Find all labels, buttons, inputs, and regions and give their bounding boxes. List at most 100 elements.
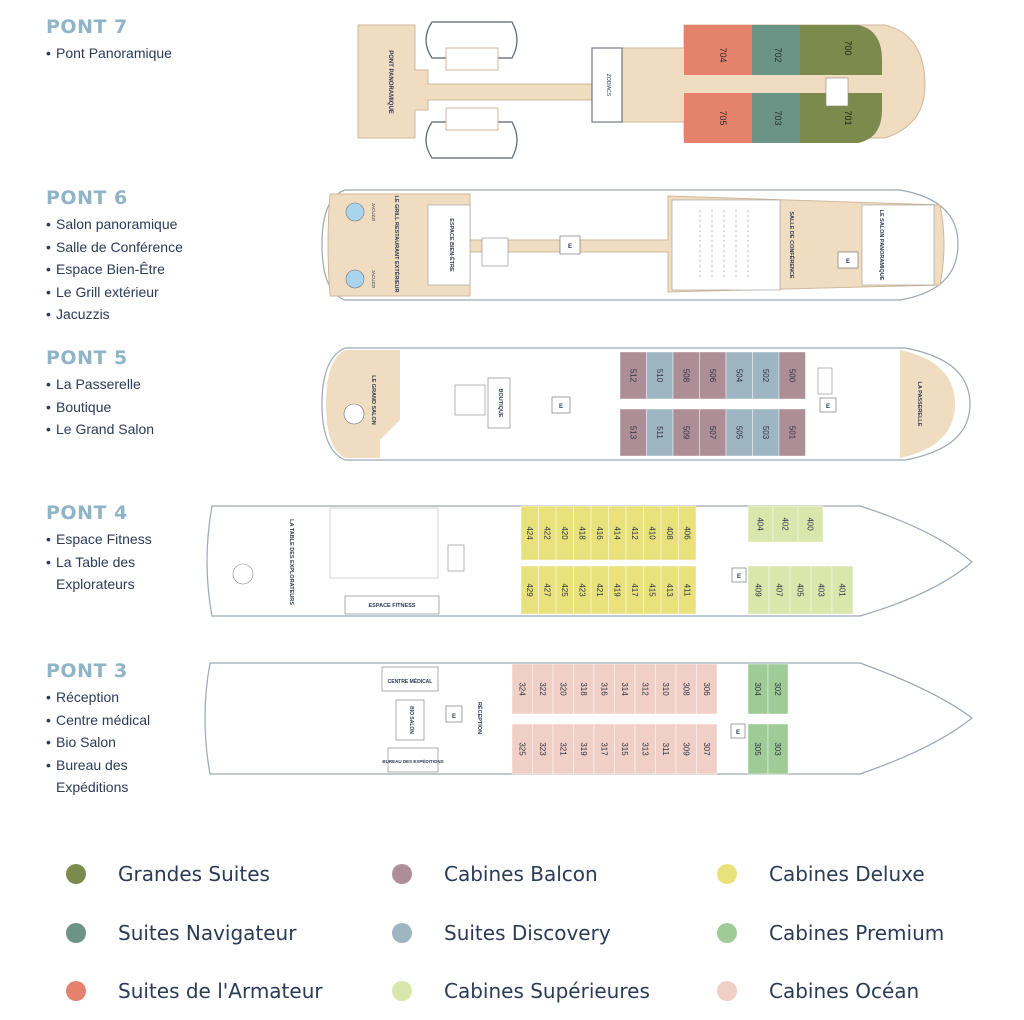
amenity-item: Espace Fitness (46, 528, 152, 551)
cabin-704[interactable] (684, 25, 752, 75)
cabin-number: 401 (838, 583, 847, 597)
cabin-number: 412 (630, 526, 639, 540)
cabin-502[interactable] (752, 351, 780, 400)
cabin-505[interactable] (725, 408, 753, 457)
cabin-number: 307 (702, 742, 711, 756)
deck-plan-pont7: ZODIACS PONT PANORAMIQUE 704 705 702 703… (357, 21, 926, 159)
amenity-item: Le Grand Salon (46, 418, 154, 441)
cabin-702[interactable] (752, 25, 800, 75)
staircase-icon (454, 384, 486, 416)
table-label: LA TABLE DES EXPLORATEURS (288, 519, 294, 605)
cabin-number: 704 (718, 47, 728, 62)
cabin-703[interactable] (752, 93, 800, 143)
cabin-507[interactable] (699, 408, 727, 457)
deck-plan-pont3: CENTRE MÉDICAL BIO SALON BUREAU DES EXPÉ… (204, 662, 973, 775)
cabin-number: 318 (579, 682, 588, 696)
deck-surface (326, 350, 400, 458)
cabin-number: 311 (661, 743, 670, 756)
cabin-513[interactable] (619, 408, 647, 457)
grill-label: LE GRILL RESTAURANT EXTÉRIEUR (393, 196, 401, 293)
cabin-number: 314 (620, 682, 629, 696)
cabin-510[interactable] (646, 351, 674, 400)
elevator-icon (819, 397, 837, 413)
cabin-307[interactable] (696, 723, 718, 775)
cabin-306[interactable] (696, 663, 718, 715)
cabin-number: 312 (640, 682, 649, 696)
cabin-number: 313 (640, 742, 649, 756)
amenity-list: Réception Centre médical Bio Salon Burea… (46, 686, 150, 799)
staircase-icon (825, 77, 849, 107)
hull-outline (321, 347, 971, 461)
passerelle-label: LA PASSERELLE (916, 382, 922, 427)
legend-item-cabines-premium: Cabines Premium (717, 921, 944, 945)
cabin-number: 322 (538, 682, 547, 696)
cabin-406[interactable] (678, 505, 697, 561)
cabin-700[interactable] (800, 25, 882, 75)
cabin-509[interactable] (672, 408, 700, 457)
legend-item-cabines-superieures: Cabines Supérieures (392, 979, 650, 1003)
deck-title: PONT 4 (46, 502, 128, 524)
panoramic-lounge (861, 204, 935, 286)
jacuzzi-label: JACUZZI (371, 270, 376, 289)
cabin-404[interactable] (747, 505, 774, 543)
elevator-icon (837, 251, 859, 269)
cabin-number: 700 (843, 40, 853, 55)
jacuzzi-label: JACUZZI (371, 203, 376, 222)
cabin-503[interactable] (752, 408, 780, 457)
elevator-label: E (452, 714, 456, 720)
legend-label: Cabines Premium (769, 921, 945, 945)
deck-plans: ZODIACS PONT PANORAMIQUE 704 705 702 703… (204, 21, 973, 775)
cabin-303[interactable] (767, 723, 789, 775)
staircase-icon (447, 544, 465, 572)
cabin-number: 509 (681, 426, 690, 440)
cabin-number: 413 (665, 583, 674, 597)
cabin-401[interactable] (831, 565, 854, 615)
cabin-411[interactable] (678, 565, 697, 615)
panoramique-label: PONT PANORAMIQUE (387, 50, 393, 114)
legend-item-suites-navigateur: Suites Navigateur (66, 921, 296, 945)
cabin-number: 317 (599, 742, 608, 756)
amenity-item-continued: Explorateurs (56, 576, 135, 592)
cabin-number: 304 (753, 682, 762, 696)
cabin-512[interactable] (619, 351, 647, 400)
cabin-number: 422 (542, 526, 551, 540)
cabin-701[interactable] (800, 93, 882, 143)
conference-room (671, 199, 781, 291)
cabin-number: 406 (682, 526, 691, 540)
cabin-400[interactable] (797, 505, 824, 543)
cabin-500[interactable] (778, 351, 806, 400)
amenity-item: La Passerelle (46, 373, 154, 396)
legend-item-cabines-ocean: Cabines Océan (717, 979, 919, 1003)
cabin-705[interactable] (684, 93, 752, 143)
cabin-501[interactable] (778, 408, 806, 457)
deck-opening (445, 107, 499, 131)
cabin-number: 500 (787, 369, 796, 383)
cabin-number: 308 (681, 682, 690, 696)
bio-salon-room (395, 699, 425, 741)
cabin-511[interactable] (646, 408, 674, 457)
cabin-number: 411 (682, 584, 691, 597)
cabin-number: 505 (734, 426, 743, 440)
deck-title: PONT 3 (46, 660, 128, 682)
cabin-number: 421 (595, 583, 604, 597)
cabin-number: 506 (708, 369, 717, 383)
cabin-508[interactable] (672, 351, 700, 400)
cabin-402[interactable] (772, 505, 799, 543)
amenity-list: Pont Panoramique (46, 42, 172, 65)
deck-plan-pont4: LA TABLE DES EXPLORATEURS ESPACE FITNESS… (206, 505, 973, 617)
cabin-number: 400 (806, 517, 815, 531)
cabin-number: 402 (781, 517, 790, 531)
boutique-label: BOUTIQUE (497, 388, 503, 417)
cabin-302[interactable] (767, 663, 789, 715)
legend-dot-icon (66, 864, 86, 884)
amenity-item: Bio Salon (46, 731, 150, 754)
wellness-label: ESPACE BIEN-ÊTRE (448, 218, 456, 272)
staircase-icon (343, 403, 365, 425)
jacuzzi-icon (345, 202, 365, 222)
cabin-506[interactable] (699, 351, 727, 400)
cabin-number: 310 (661, 682, 670, 696)
deck-info-pont7: PONT 7 Pont Panoramique (46, 16, 172, 65)
cabin-number: 417 (630, 583, 639, 597)
elevator-icon (445, 705, 463, 723)
